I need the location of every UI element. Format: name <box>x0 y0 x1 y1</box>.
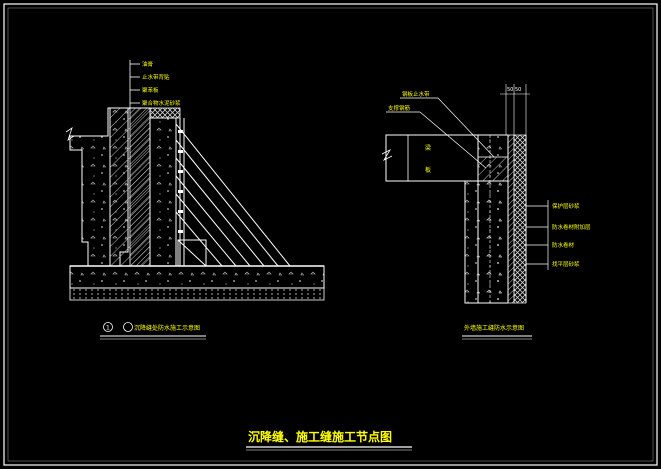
beam-slab <box>385 134 479 182</box>
left-callouts: 油膏 止水带背贴 聚苯板 聚合物水泥砂浆 <box>142 60 181 107</box>
detail-number: 1 <box>106 325 110 332</box>
detail-number-circle <box>103 322 113 332</box>
left-caption: 1 沉降缝处防水施工示意图 <box>100 322 206 340</box>
drawing-frame <box>3 3 658 466</box>
base-slab <box>69 265 325 289</box>
waterproof-layers <box>507 134 515 304</box>
drawing-title-block: 沉降缝、施工缝施工节点图 <box>246 429 412 451</box>
diagonal-braces <box>175 123 291 267</box>
right-detail: 梁 板 50 50 <box>381 84 549 304</box>
construction-joint <box>477 156 509 182</box>
callout-ointment: 油膏 <box>142 60 154 68</box>
right-callouts-top: 钢板止水带 支撑钢筋 <box>388 90 430 112</box>
detail-number-circle-2 <box>123 322 133 332</box>
callout-waterstop: 止水带背贴 <box>142 73 170 81</box>
right-caption-text: 外墙施工缝防水示意图 <box>464 324 524 332</box>
callout-membrane: 防水卷材 <box>552 241 575 249</box>
beam-label: 梁 <box>425 144 431 152</box>
right-caption: 外墙施工缝防水示意图 <box>462 324 532 340</box>
drawing-title: 沉降缝、施工缝施工节点图 <box>248 429 392 444</box>
callout-polystyrene: 聚苯板 <box>142 86 159 94</box>
callout-protective-mortar: 保护层砂浆 <box>552 202 580 210</box>
protective-layer <box>513 134 527 304</box>
callout-steel-waterstop: 钢板止水带 <box>402 90 430 98</box>
slab-label: 板 <box>425 166 431 174</box>
callout-extra-membrane: 防水卷材附加层 <box>552 223 591 231</box>
right-callouts-side: 保护层砂浆 防水卷材附加层 防水卷材 找平层砂浆 <box>552 202 591 268</box>
cushion-layer <box>69 287 325 301</box>
callout-leveling-mortar: 找平层砂浆 <box>552 260 580 268</box>
left-caption-text: 沉降缝处防水施工示意图 <box>134 324 200 332</box>
callout-support-rebar: 支撑钢筋 <box>388 104 411 112</box>
dimension-text: 50 50 <box>507 87 521 93</box>
callout-mortar: 聚合物水泥砂浆 <box>142 99 181 107</box>
right-inner-wall <box>149 117 177 267</box>
left-detail <box>65 60 325 301</box>
